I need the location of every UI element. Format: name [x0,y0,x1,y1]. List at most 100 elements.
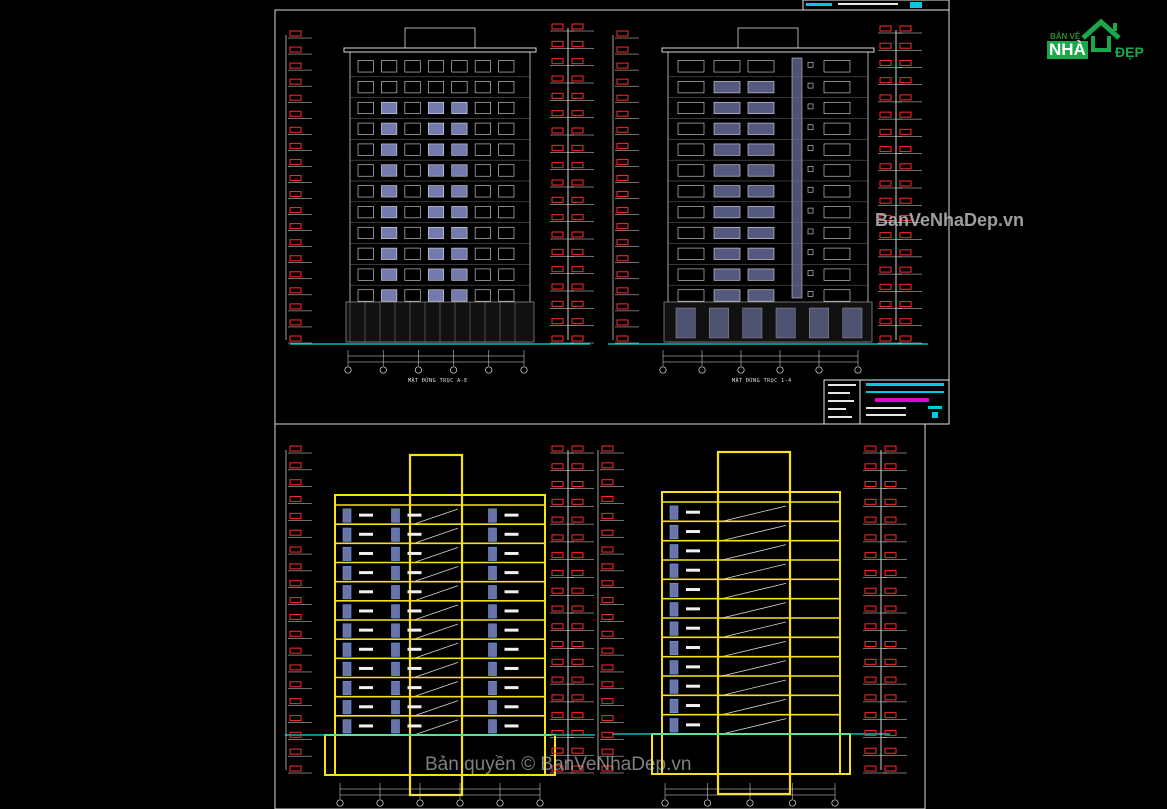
level-marker [571,144,584,151]
window [404,122,421,135]
level-marker [571,300,584,307]
level-marker [571,516,584,523]
window [498,247,515,260]
stair-flight [721,602,787,619]
door-opening [391,566,400,581]
axis-bubble [788,799,797,807]
room-label [407,666,422,670]
door-opening [669,679,679,694]
window [498,122,515,135]
shopfront [709,307,729,339]
door-opening [488,585,497,600]
site-logo[interactable]: BẢN VẼ NHÀ ĐẸP [1043,10,1158,64]
door-opening [488,681,497,696]
door-opening [669,640,679,656]
window [474,268,491,281]
elevations-layer [290,27,928,345]
level-marker [616,30,629,37]
room-label [686,665,700,669]
window [713,268,741,281]
axis-bubble [450,366,458,374]
level-marker [616,126,629,133]
axis-bubble [379,366,387,374]
level-marker [601,597,614,604]
window [381,164,398,177]
level-marker [601,479,614,486]
stair-flight [721,582,787,600]
window [381,143,398,156]
level-marker [551,318,564,325]
level-marker [289,496,302,503]
level-marker [289,597,302,604]
level-marker [289,271,302,278]
room-label [407,513,422,517]
axis-bubble [815,366,823,374]
window [498,101,515,115]
level-marker [884,516,897,523]
window [451,60,468,73]
window [404,206,421,219]
axis-bubble [831,799,839,807]
room-label [359,532,373,536]
level-marker [899,25,912,32]
level-marker [571,92,584,99]
window [427,60,445,73]
level-marker [571,23,584,30]
room-label [359,571,373,575]
window [381,226,398,240]
stair-flight [413,681,459,698]
window [474,101,491,115]
level-marker [864,747,877,754]
door-opening [488,661,497,676]
window [677,185,705,198]
stair-flight [721,660,787,677]
door-opening [669,582,679,598]
level-marker [289,207,302,214]
level-marker [879,266,892,273]
level-marker [899,146,912,153]
section-outline [334,494,546,776]
vent-window [807,145,814,151]
level-marker [289,335,302,342]
door-opening [391,719,400,734]
level-marker [899,163,912,170]
window [677,206,705,219]
window [823,247,851,260]
door-opening [342,566,352,581]
level-marker [616,78,629,85]
room-label [407,705,422,709]
window [357,185,374,198]
room-label [504,705,519,709]
vent-window [807,186,814,193]
axis-bubble [536,799,544,807]
window [823,185,851,198]
stair-flight [721,544,787,561]
vent-window [807,270,814,276]
window [474,60,491,73]
door-opening [669,660,679,675]
door-opening [488,700,497,715]
axis-bubble [336,799,344,807]
level-marker [616,303,629,310]
house-icon [1081,18,1121,52]
vent-window [807,166,814,172]
door-opening [488,508,497,523]
level-marker [289,30,302,37]
stair-flight [413,508,459,525]
shopfront [842,307,863,339]
room-label [407,647,422,651]
window [474,206,491,219]
elevation-1-caption: MẶT ĐỨNG TRỤC A-E [408,378,468,384]
door-opening [488,604,497,619]
level-marker [616,255,629,262]
room-label [504,666,519,670]
room-label [407,571,422,575]
door-opening [391,681,400,696]
level-marker [571,248,584,255]
door-opening [391,585,400,600]
window [747,164,775,177]
window [747,289,775,302]
level-marker [864,587,877,594]
level-marker [884,712,897,719]
